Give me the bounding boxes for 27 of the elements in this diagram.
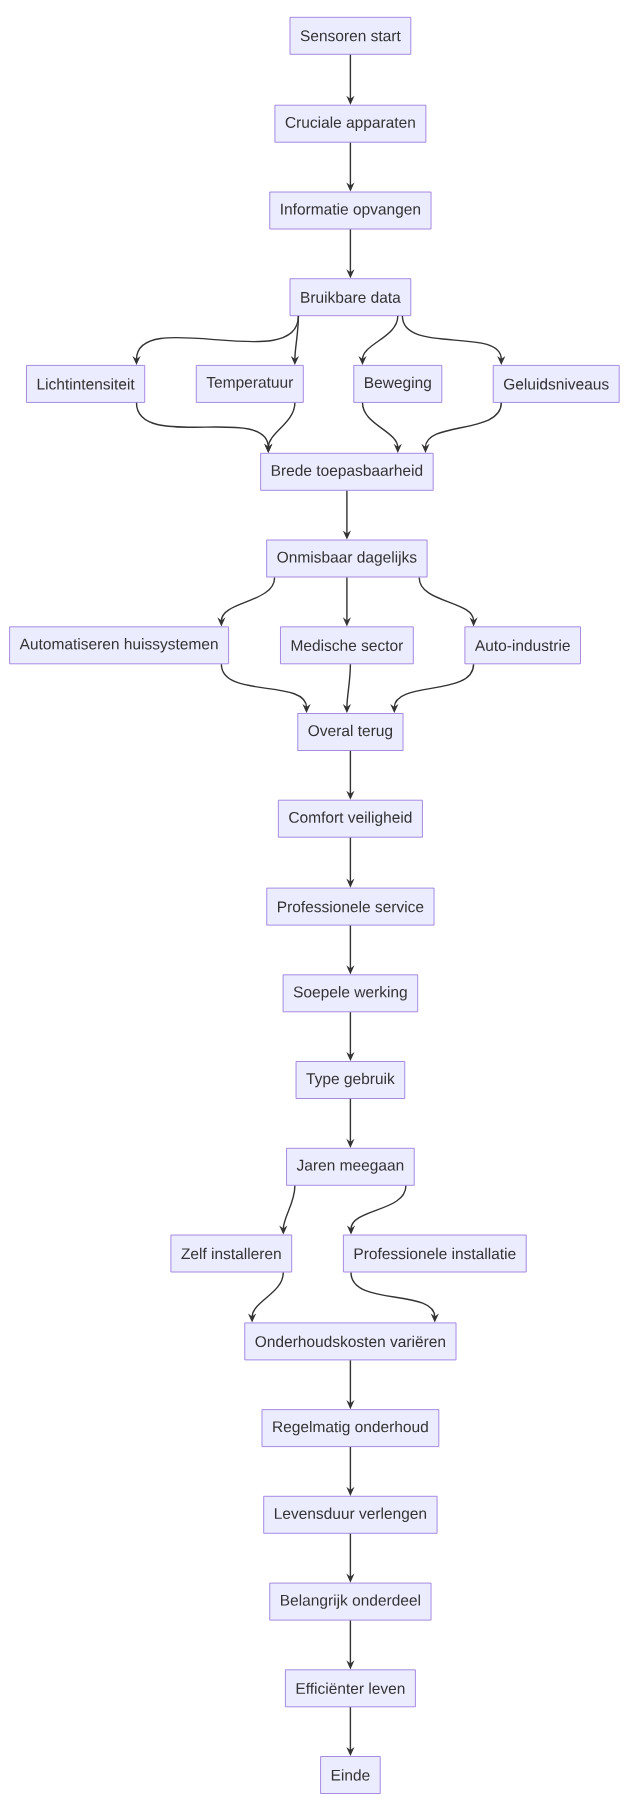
- process-box: Type gebruik: [295, 1061, 406, 1099]
- process-box: Levensduur verlengen: [263, 1495, 438, 1534]
- process-box: Professionele service: [266, 887, 435, 926]
- process-box: Efficiënter leven: [285, 1669, 416, 1708]
- process-box: Zelf installeren: [170, 1234, 293, 1273]
- process-box: Soepele werking: [282, 974, 419, 1013]
- process-box: Medische sector: [280, 626, 414, 665]
- process-box: Comfort veiligheid: [277, 799, 423, 838]
- process-box: Onderhoudskosten variëren: [244, 1322, 457, 1361]
- process-box: Sensoren start: [289, 16, 412, 55]
- process-box: Onmisbaar dagelijks: [266, 539, 428, 578]
- process-box: Regelmatig onderhoud: [261, 1409, 440, 1447]
- process-box: Automatiseren huissystemen: [9, 626, 229, 665]
- process-box: Auto-industrie: [464, 626, 581, 665]
- process-box: Professionele installatie: [343, 1234, 527, 1273]
- process-box: Overal terug: [297, 713, 404, 751]
- process-box: Einde: [320, 1756, 381, 1794]
- process-box: Informatie opvangen: [269, 191, 432, 230]
- process-box: Temperatuur: [195, 365, 304, 403]
- process-box: Beweging: [353, 365, 443, 403]
- process-box: Brede toepasbaarheid: [260, 452, 434, 491]
- process-box: Lichtintensiteit: [26, 365, 146, 403]
- process-box: Bruikbare data: [289, 278, 412, 317]
- process-box: Geluidsniveaus: [492, 365, 620, 403]
- process-box: Belangrijk onderdeel: [269, 1582, 432, 1621]
- process-box: Cruciale apparaten: [274, 104, 427, 143]
- process-box: Jaren meegaan: [286, 1147, 415, 1186]
